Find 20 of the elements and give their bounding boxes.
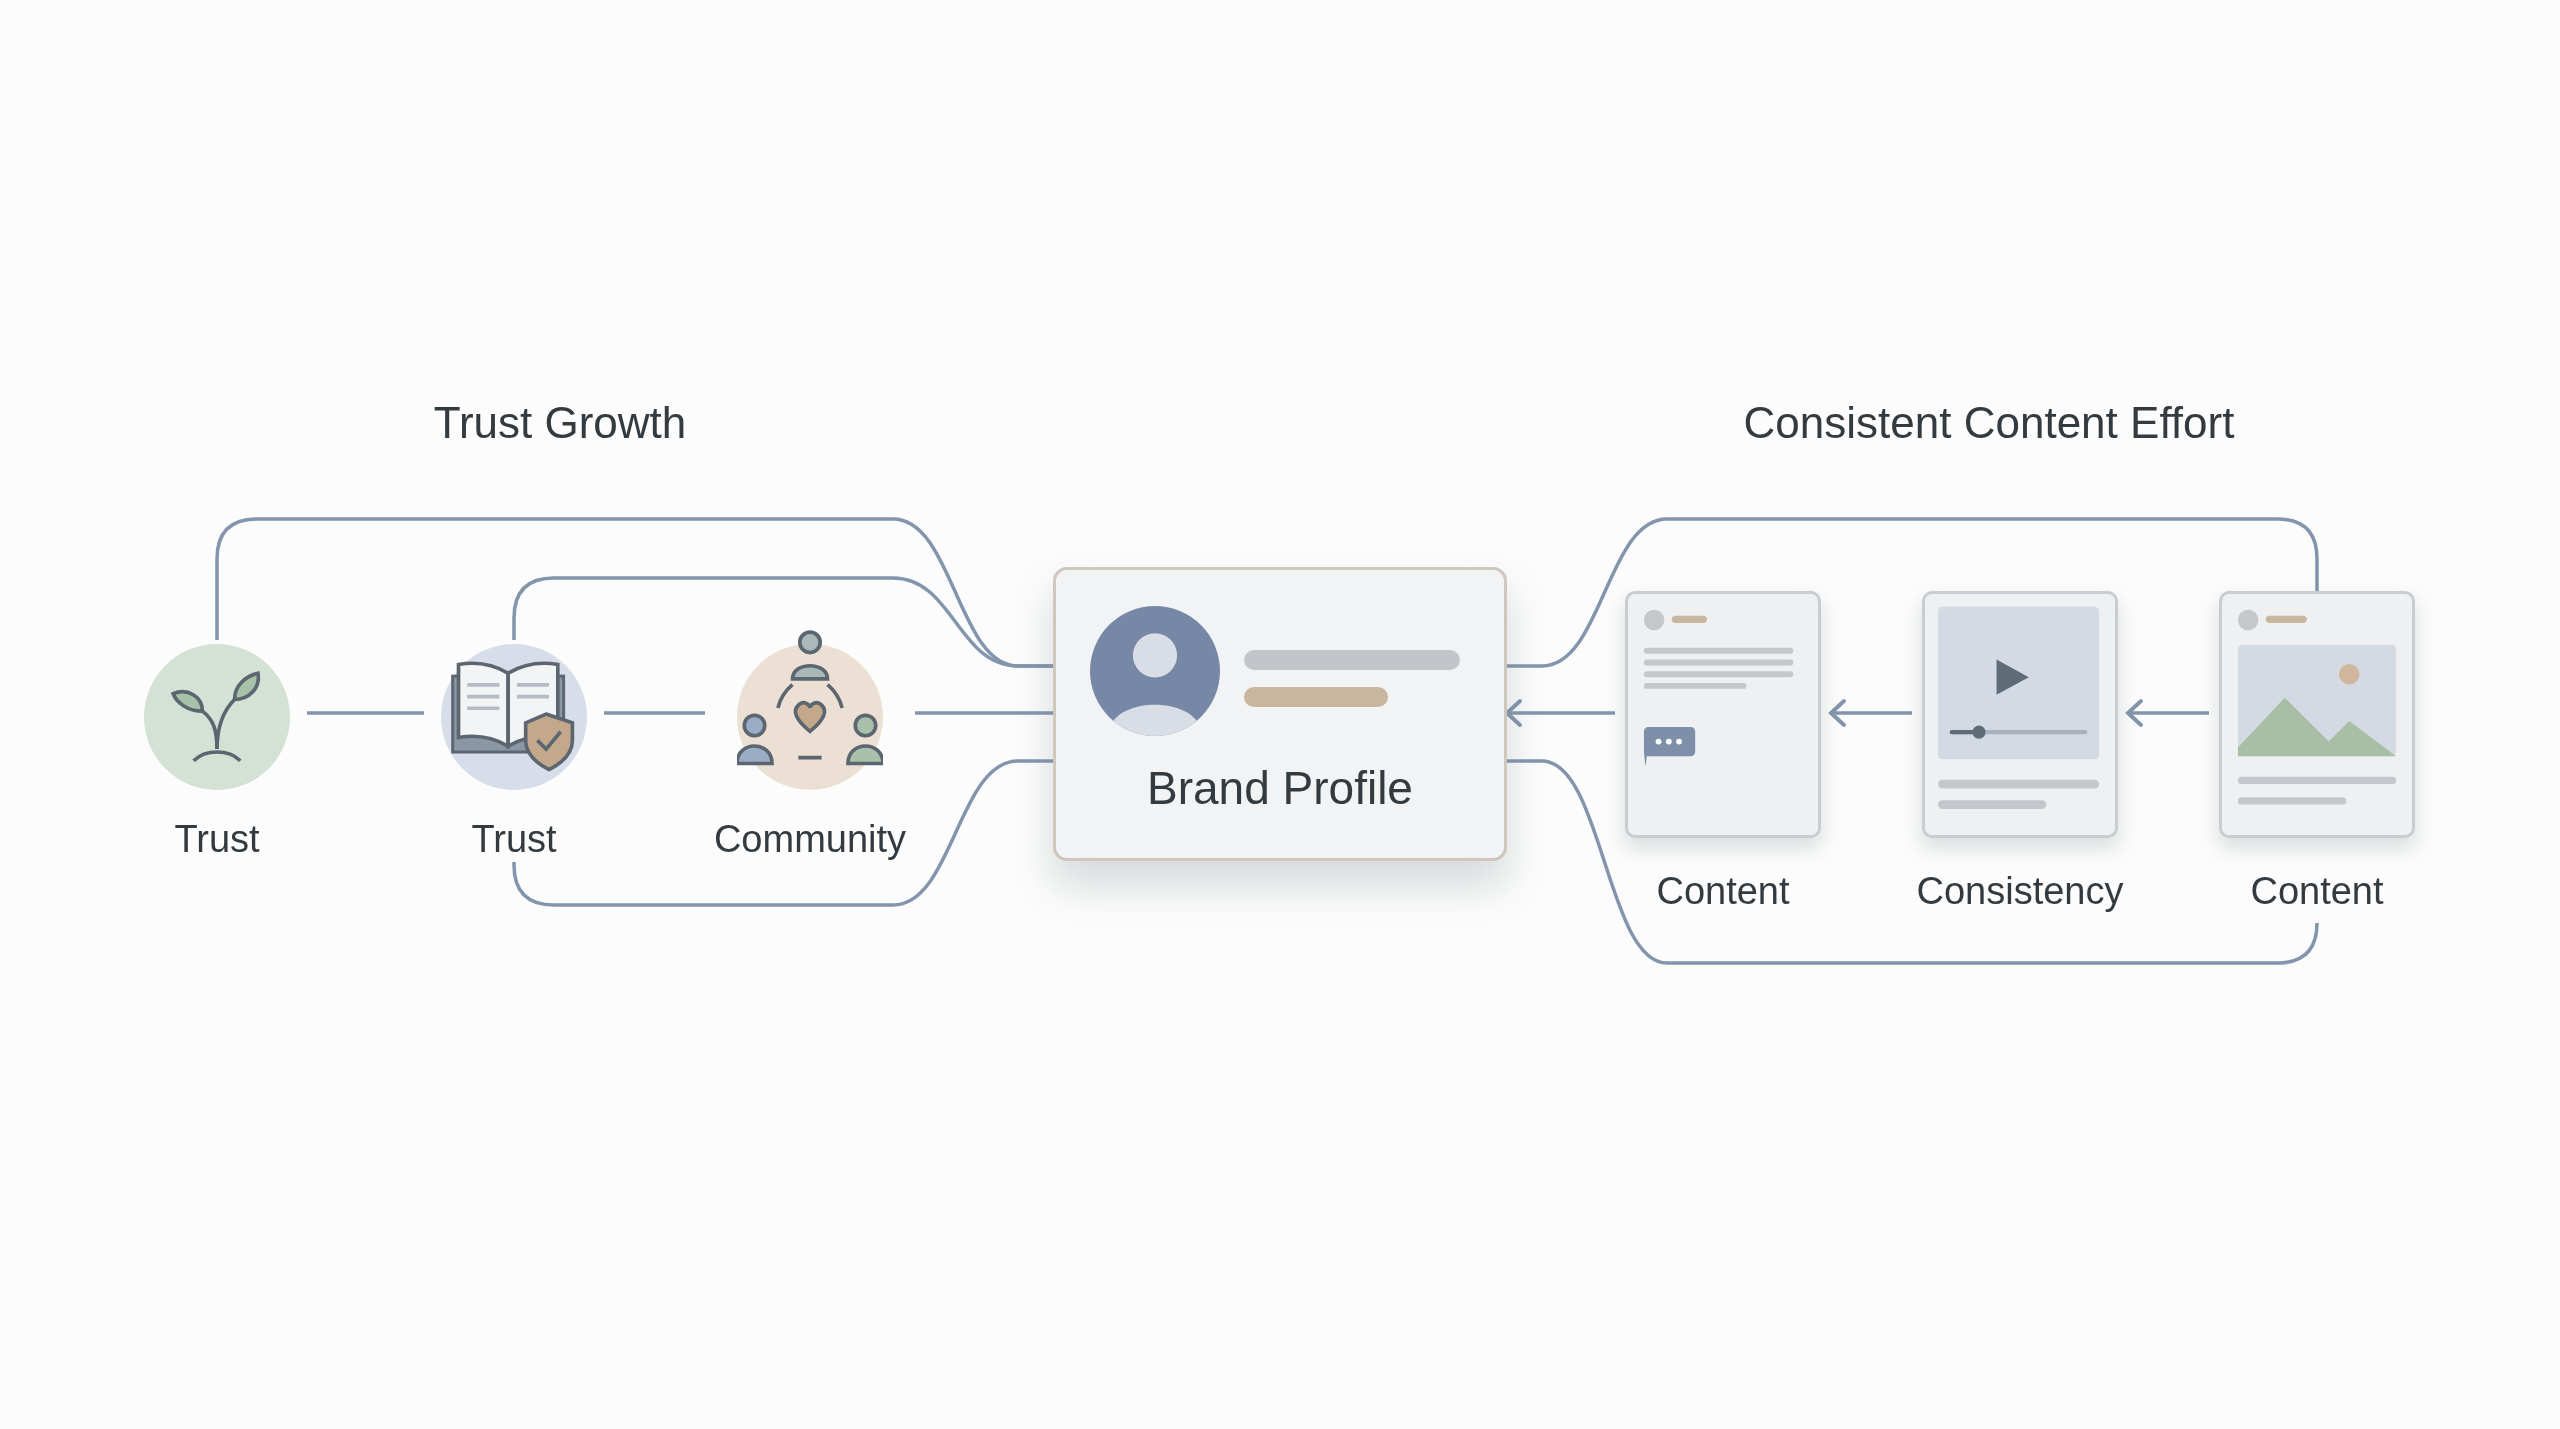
node-label: Consistency — [1916, 869, 2124, 914]
section-heading: Consistent Content Effort — [1743, 397, 2235, 449]
connector-line — [604, 711, 705, 715]
connector-line — [307, 711, 424, 715]
profile-card — [1053, 567, 1507, 861]
arrow — [1505, 699, 1615, 727]
node-label: Content — [2250, 869, 2384, 914]
arrow — [2126, 699, 2209, 727]
connector-line — [512, 576, 1053, 668]
connector-line — [512, 759, 1053, 907]
node-label: Community — [713, 817, 907, 862]
connector-line — [1507, 517, 2319, 668]
node-label: Content — [1656, 869, 1790, 914]
section-heading: Trust Growth — [433, 397, 687, 449]
node-label: Trust — [174, 817, 260, 862]
connector-line — [915, 711, 1053, 715]
connector-line — [1507, 759, 2319, 965]
node-label: Trust — [471, 817, 557, 862]
node-label: Brand Profile — [1147, 761, 1413, 816]
arrow — [1829, 699, 1912, 727]
